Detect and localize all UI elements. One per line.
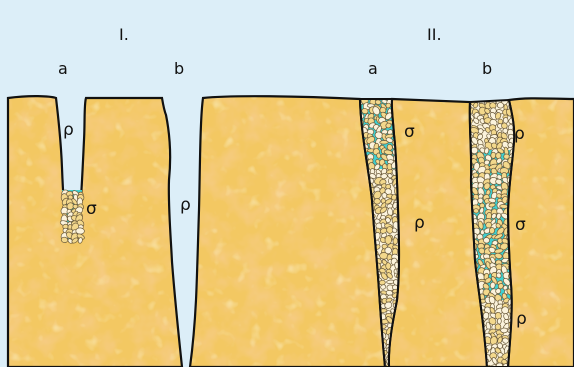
sigma-label-II-a: σ [404,122,415,142]
fissure-label-I-b: b [174,59,184,78]
rho-label-I-b: ρ [180,195,191,215]
rho-label-II-a: ρ [414,213,425,233]
pebble-grain [473,208,478,213]
rho-label-II-b-upper: ρ [514,124,525,144]
pebble-grain [497,318,501,324]
rho-label-I-a: ρ [63,120,74,140]
pebble-grain [501,328,508,333]
fissure-label-II-b: b [482,59,492,78]
pebble-grain [491,152,496,158]
sigma-label-I-a: σ [86,199,97,219]
grain-group [60,189,86,245]
pebble-grain [483,237,490,243]
fissure-I-a-fill [60,189,86,245]
fissure-label-II-a: a [368,59,378,78]
pebble-grain [386,263,392,270]
pebble-grain [497,102,504,108]
rho-label-II-b-lower: ρ [516,309,527,329]
fissure-label-I-a: a [58,59,68,78]
panel-II-heading: II. [427,25,442,44]
pebble-grain [503,118,508,124]
pebble-grain [375,100,381,105]
panel-I-heading: I. [119,25,129,44]
pebble-grain [478,128,484,134]
sigma-label-II-b: σ [515,215,526,235]
pebble-grain [376,153,380,159]
pebble-grain [393,238,398,245]
